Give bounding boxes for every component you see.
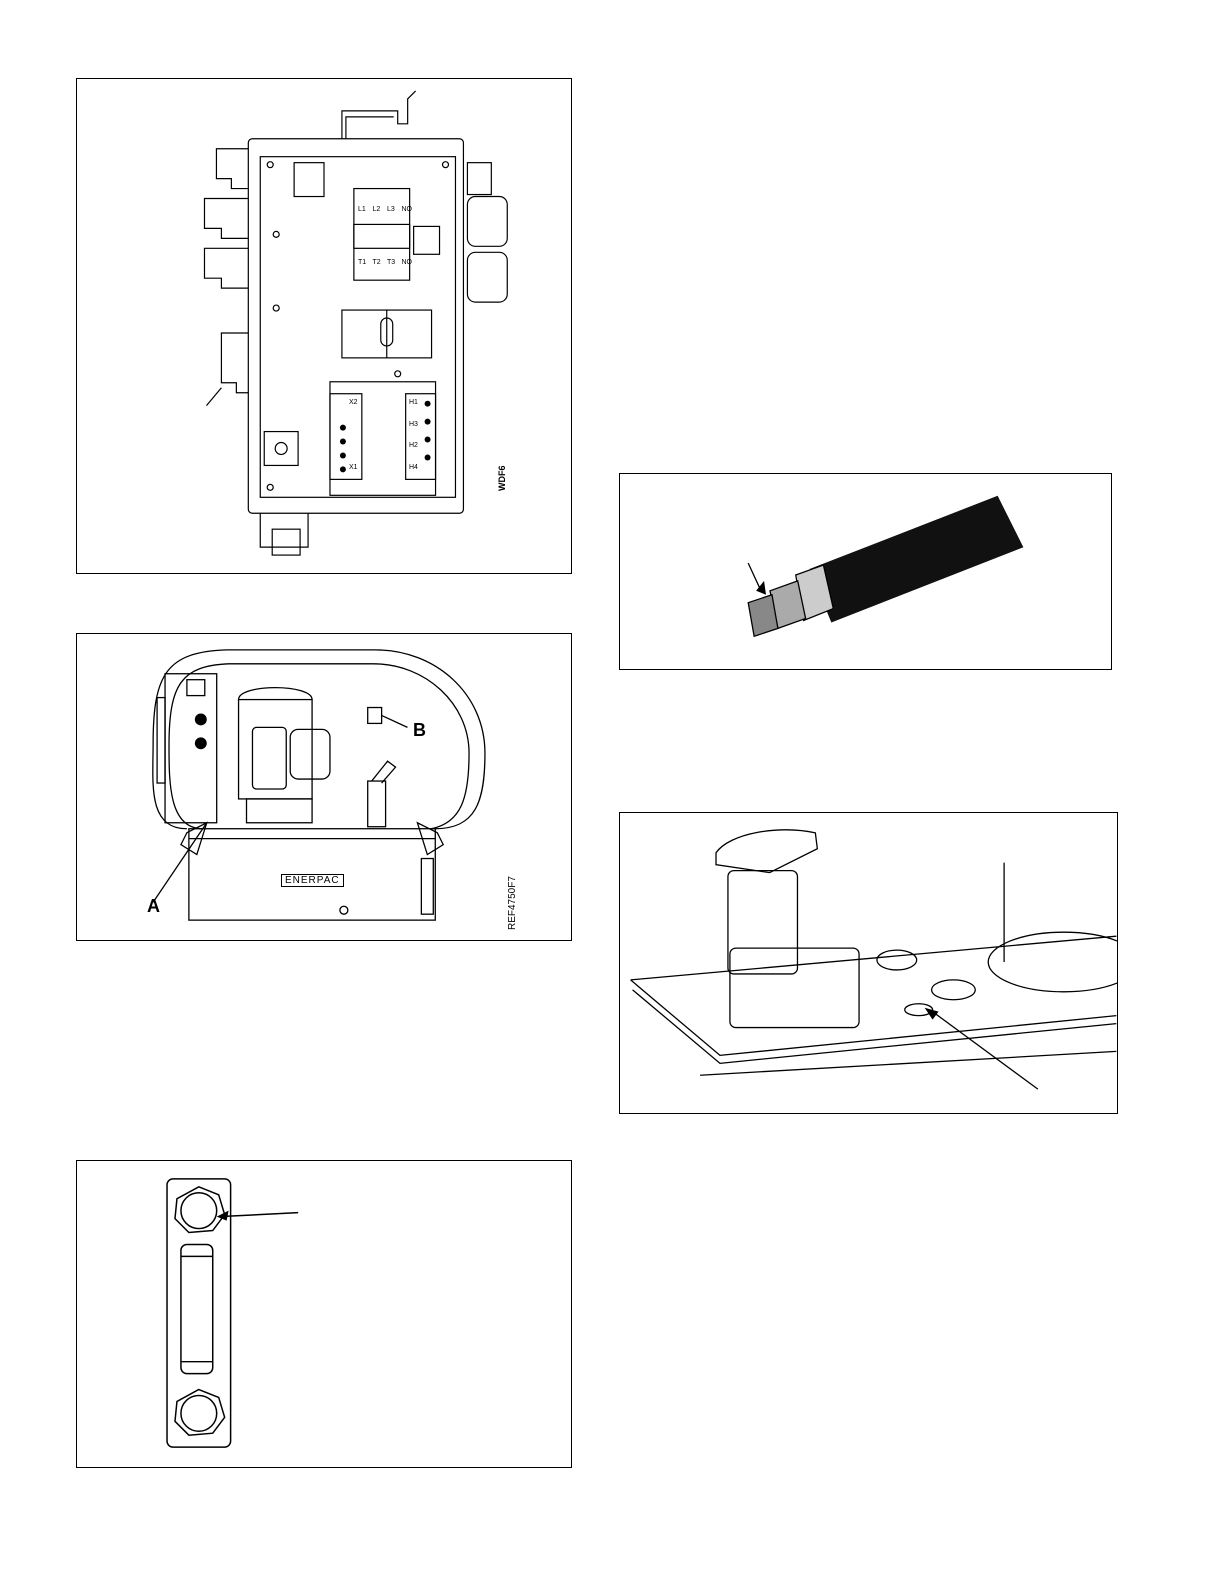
strip-label: H3 xyxy=(409,421,418,428)
sight-gauge-drawing xyxy=(77,1161,571,1467)
strip-left-labels: X2 X1 xyxy=(349,399,358,471)
terminal-label: L3 xyxy=(387,206,395,213)
reservoir-plate-drawing xyxy=(620,813,1117,1113)
pump-unit-drawing xyxy=(77,634,571,940)
terminal-label: NO xyxy=(402,206,413,213)
terminal-label: L2 xyxy=(373,206,381,213)
terminal-label: T1 xyxy=(358,259,366,266)
terminal-label: L1 xyxy=(358,206,366,213)
figure-pump-unit: A B ENERPAC REF4750F7 xyxy=(76,633,572,941)
strip-label: X2 xyxy=(349,399,358,406)
label-b: B xyxy=(413,720,426,741)
figure-hose-fitting xyxy=(619,473,1112,670)
strip-right-labels: H1 H3 H2 H4 xyxy=(409,399,418,471)
brand-logo: ENERPAC xyxy=(281,874,344,887)
strip-label: X1 xyxy=(349,464,358,471)
contactor-top-terminals: L1 L2 L3 NO xyxy=(358,206,412,213)
figure-code: WDF6 xyxy=(497,466,507,492)
terminal-label: T3 xyxy=(387,259,395,266)
strip-label: H4 xyxy=(409,464,418,471)
figure-reservoir-plate xyxy=(619,812,1118,1114)
control-box-drawing xyxy=(77,79,571,573)
terminal-label: T2 xyxy=(373,259,381,266)
strip-label: H1 xyxy=(409,399,418,406)
hose-fitting-drawing xyxy=(620,474,1111,669)
figure-control-box: L1 L2 L3 NO T1 T2 T3 NO X2 X1 H1 H3 H2 H… xyxy=(76,78,572,574)
terminal-label: NO xyxy=(402,259,413,266)
figure-sight-gauge xyxy=(76,1160,572,1468)
contactor-bottom-terminals: T1 T2 T3 NO xyxy=(358,259,412,266)
label-a: A xyxy=(147,896,160,917)
figure-code: REF4750F7 xyxy=(507,876,518,930)
strip-label: H2 xyxy=(409,442,418,449)
